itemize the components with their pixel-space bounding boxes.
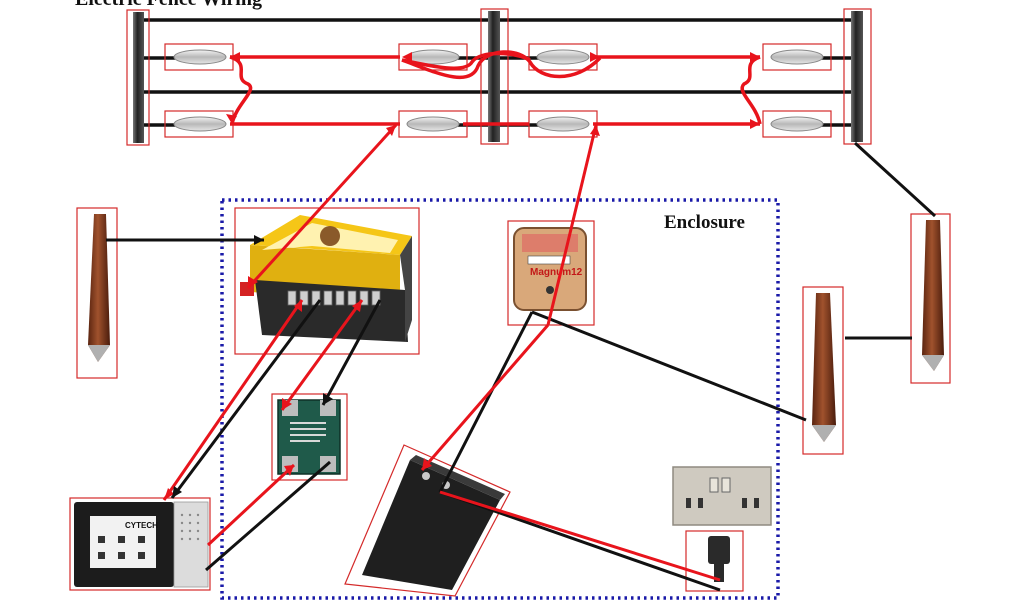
arrowheads-fence — [226, 52, 760, 129]
live-wires — [162, 123, 721, 582]
wall-socket — [672, 466, 772, 526]
arrowheads-ground — [172, 235, 333, 498]
insulator-top-4 — [762, 43, 832, 71]
battery — [344, 444, 511, 597]
ground-wires — [106, 141, 937, 592]
magnum12-energizer: Magnum12 — [507, 220, 595, 326]
cytech-brand-text: CYTECH — [125, 521, 158, 530]
insulator-bottom-2 — [398, 110, 468, 138]
power-adapter — [685, 530, 744, 592]
fence-post-left — [126, 9, 150, 146]
fence-live-wires — [229, 50, 762, 126]
insulator-bottom-1 — [164, 110, 234, 138]
ground-stake-left — [76, 207, 118, 379]
insulator-bottom-4 — [762, 110, 832, 138]
ground-stake-right-1 — [802, 286, 844, 455]
fence-energizer-box — [234, 207, 420, 355]
cytech-controller: CYTECH — [69, 497, 211, 591]
insulator-top-3 — [528, 43, 598, 71]
fence-post-middle — [480, 8, 509, 145]
diagram-title: Electric Fence Wiring — [75, 0, 262, 11]
enclosure-label: Enclosure — [664, 212, 745, 233]
magnum12-brand-text: Magnum12 — [530, 267, 583, 278]
enclosure-border — [220, 198, 780, 600]
arrowheads-enclosure — [164, 125, 600, 500]
insulator-top-1 — [164, 43, 234, 71]
insulator-bottom-3 — [528, 110, 598, 138]
ground-stake-right-2 — [910, 213, 951, 384]
